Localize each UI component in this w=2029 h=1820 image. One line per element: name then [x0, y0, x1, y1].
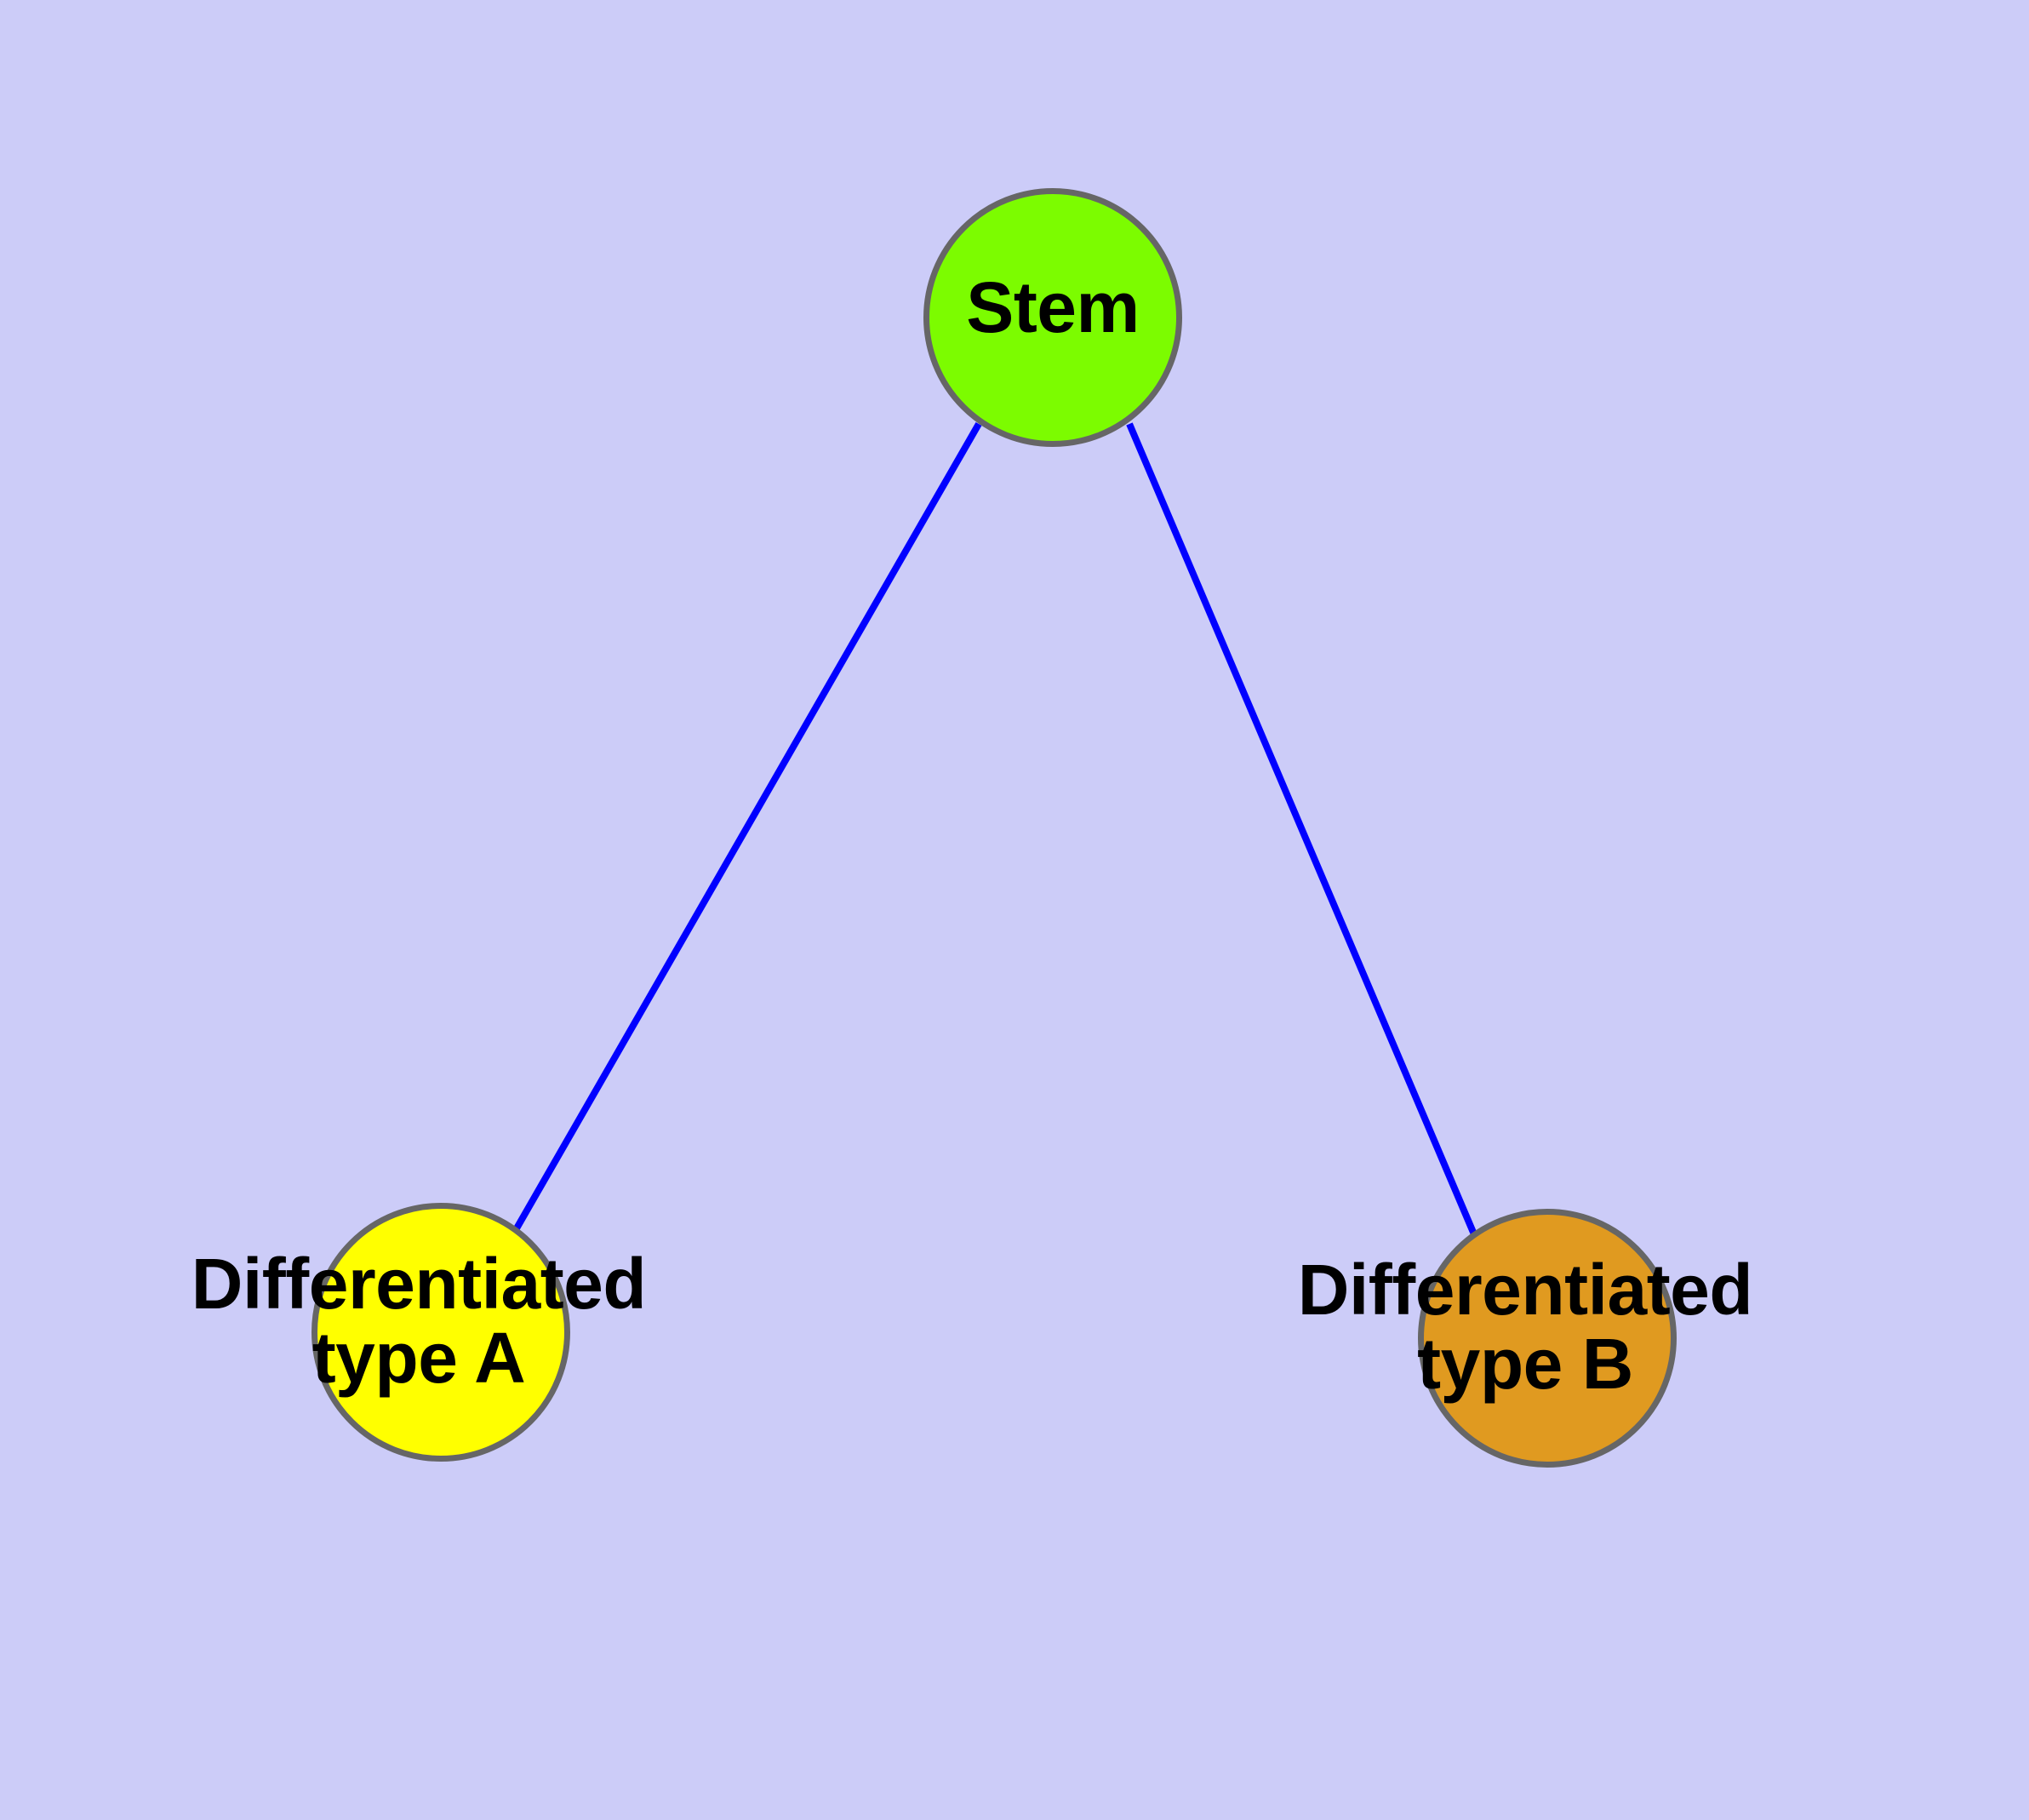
node-stem-label: Stem: [797, 270, 1308, 345]
node-stem-label-line1: Stem: [966, 267, 1140, 347]
node-differentiated-type-a-label: Differentiated type A: [163, 1244, 674, 1399]
node-differentiated-type-a[interactable]: [311, 1203, 570, 1462]
edge-stem-to-diff-b[interactable]: [1126, 422, 1477, 1236]
node-differentiated-type-b-label-line2: type B: [1417, 1324, 1633, 1405]
node-differentiated-type-b-label-line1: Differentiated: [1297, 1250, 1753, 1330]
node-differentiated-type-a-label-line2: type A: [311, 1318, 526, 1399]
edge-stem-to-diff-a[interactable]: [513, 422, 982, 1230]
node-differentiated-type-a-label-line1: Differentiated: [191, 1244, 647, 1324]
node-stem[interactable]: [923, 188, 1182, 447]
node-differentiated-type-b[interactable]: [1418, 1209, 1677, 1468]
node-differentiated-type-b-label: Differentiated type B: [1270, 1250, 1780, 1405]
